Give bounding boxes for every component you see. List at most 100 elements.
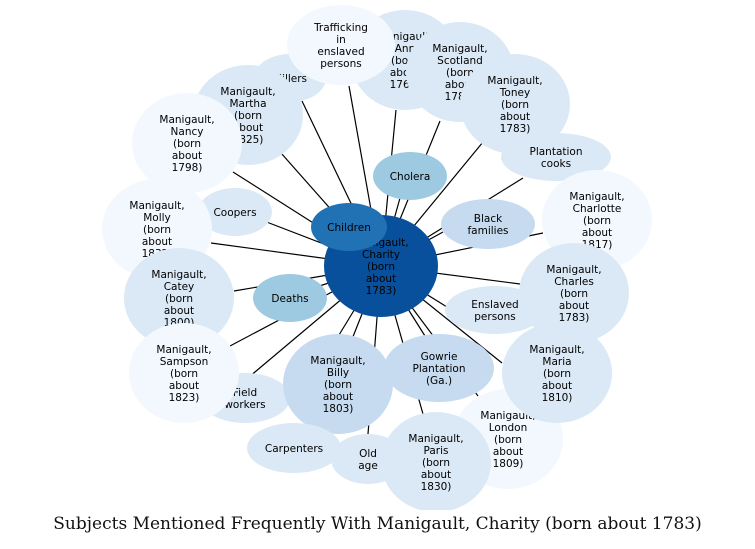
node-label-line: Charlotte [573, 203, 622, 215]
node-label-line: about [559, 300, 589, 312]
node-label-line: workers [224, 399, 265, 411]
node-label-line: Plantation [412, 363, 465, 375]
node-label-line: 1798) [172, 162, 203, 174]
node-shape [373, 152, 447, 200]
node-label-line: 1783) [559, 312, 590, 324]
subject-node[interactable]: Carpenters [247, 423, 341, 473]
node-label-line: Cholera [390, 171, 431, 183]
node-label-line: Billy [327, 367, 349, 379]
subject-node[interactable]: Deaths [253, 274, 327, 322]
node-label-line: about [164, 305, 194, 317]
node-label-line: Black [474, 213, 503, 225]
diagram-title: Subjects Mentioned Frequently With Manig… [53, 514, 702, 534]
node-shape [519, 243, 629, 343]
node-label-line: Martha [229, 98, 266, 110]
node-label-line: Trafficking [313, 22, 368, 34]
node-label-line: (born [173, 138, 201, 150]
node-label-line: about [582, 227, 612, 239]
node-label-line: persons [320, 58, 361, 70]
node-label-line: Maria [542, 356, 571, 368]
node-shape [384, 334, 494, 402]
node-label-line: Manigault, [159, 114, 214, 126]
node-label-line: Manigault, [546, 264, 601, 276]
node-label-line: Field [233, 387, 257, 399]
node-label-line: 1810) [542, 392, 573, 404]
node-label-line: about [233, 122, 263, 134]
node-label-line: Sampson [160, 356, 209, 368]
subject-node[interactable]: Cholera [373, 152, 447, 200]
node-label-line: Paris [424, 445, 449, 457]
node-label-line: about [421, 469, 451, 481]
node-label: Children [327, 222, 371, 234]
node-label-line: Manigault, [310, 355, 365, 367]
subject-node[interactable]: Coopers [198, 188, 272, 236]
node-label-line: Manigault, [480, 410, 535, 422]
node-label-line: about [323, 391, 353, 403]
node-label-line: 1809) [493, 458, 524, 470]
node-label-line: (born [501, 99, 529, 111]
node-label-line: age [358, 460, 378, 472]
node-label-line: Manigault, [156, 344, 211, 356]
node-label-line: Manigault, [569, 191, 624, 203]
node-label-line: 1823) [169, 392, 200, 404]
node-label: Carpenters [265, 443, 323, 455]
node-label-line: Manigault, [408, 433, 463, 445]
node-label-line: Charles [554, 276, 594, 288]
subject-node[interactable]: Children [311, 203, 387, 251]
node-shape [460, 54, 570, 154]
node-label-line: (Ga.) [426, 375, 452, 387]
node-label-line: about [542, 380, 572, 392]
node-label-line: Manigault, [151, 269, 206, 281]
node-label-line: about [169, 380, 199, 392]
node-label-line: (born [446, 67, 474, 79]
node-shape [445, 286, 545, 334]
node-label-line: about [172, 150, 202, 162]
node-shape [198, 188, 272, 236]
node-label-line: about [366, 273, 396, 285]
node-shape [501, 133, 611, 181]
node-label-line: Deaths [271, 293, 308, 305]
node-label-line: (born [422, 457, 450, 469]
node-shape [283, 334, 393, 434]
node-label-line: in [336, 34, 346, 46]
node-label-line: Old [359, 448, 377, 460]
node-shape [124, 248, 234, 348]
node-label-line: 1783) [500, 123, 531, 135]
node-label-line: Nancy [171, 126, 204, 138]
node-label-line: persons [474, 311, 515, 323]
node-shape [132, 93, 242, 193]
node-shape [441, 199, 535, 249]
node-shape [287, 5, 395, 85]
node-label-line: Manigault, [529, 344, 584, 356]
node-label-line: cooks [541, 158, 571, 170]
node-label-line: Carpenters [265, 443, 323, 455]
node-shape [253, 274, 327, 322]
node-label-line: (born [170, 368, 198, 380]
node-label-line: Enslaved [471, 299, 518, 311]
node-shape [381, 412, 491, 510]
